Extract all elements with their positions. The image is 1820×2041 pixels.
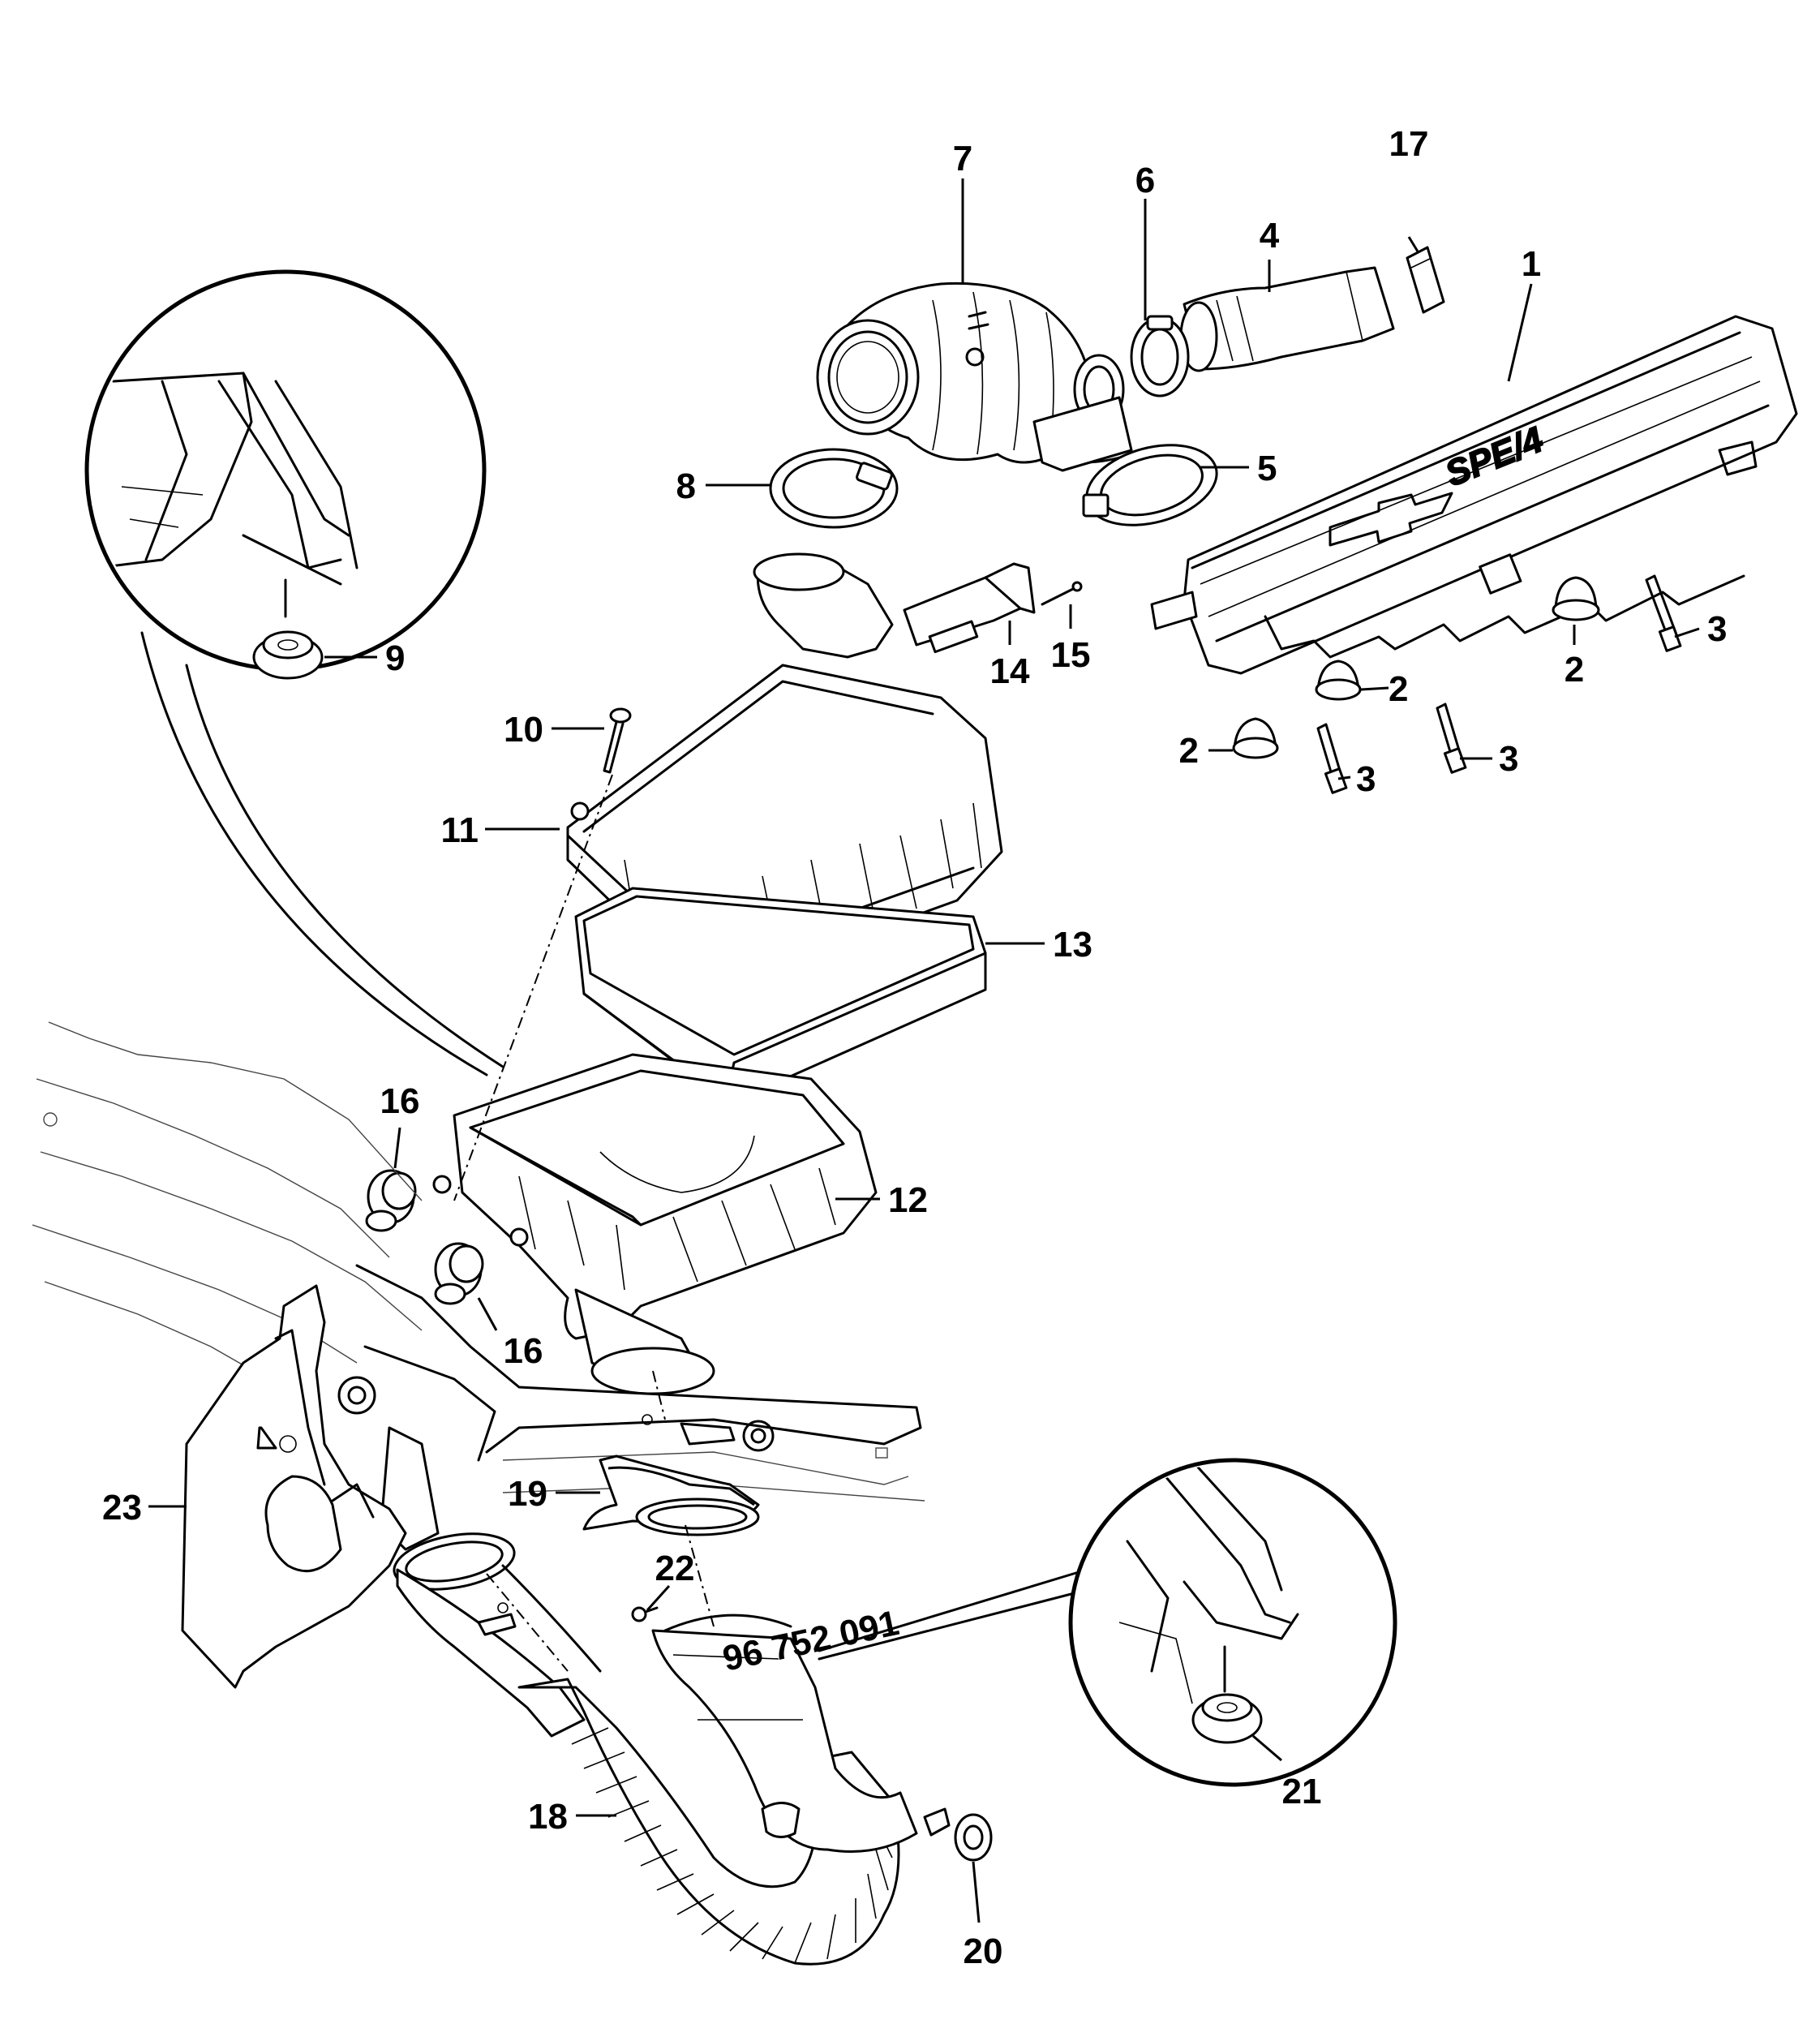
cover-grommet-b [1315,660,1362,701]
duct-sleeve-17 [1406,246,1445,314]
callout-16: 16 [504,1331,543,1371]
intake-resonator [816,281,1133,472]
callout-2: 2 [1389,669,1408,709]
callout-1: 1 [1522,244,1541,284]
housing-grommet-b [434,1242,484,1305]
callout-23: 23 [102,1488,142,1528]
callout-8: 8 [676,466,696,506]
callout-2: 2 [1179,731,1199,771]
duct-grommet [954,1813,993,1862]
callout-16: 16 [380,1081,420,1121]
callout-18: 18 [528,1797,568,1837]
hose-clamp-8 [769,448,899,529]
callout-10: 10 [504,710,543,750]
callout-4: 4 [1260,216,1280,256]
engine-cover: SPE/4 [1150,315,1798,675]
callout-3: 3 [1499,739,1518,779]
duct-part-number: 96 752 091 [719,1603,903,1679]
callout-22: 22 [655,1549,695,1588]
callout-19: 19 [508,1474,547,1514]
intake-duct: 96 752 091 [393,1532,951,1966]
cover-stud-a [1645,574,1682,652]
callout-17: 17 [1389,124,1429,164]
cover-stud-c [1436,703,1467,774]
callout-11: 11 [440,810,479,850]
callout-20: 20 [964,1931,1003,1971]
callout-14: 14 [990,651,1030,691]
callout-15: 15 [1051,635,1091,675]
callout-3: 3 [1356,759,1376,799]
outlet-hose [1179,266,1395,372]
leader-lines [148,178,1700,1923]
cover-grommet-c [1232,717,1279,759]
callout-2: 2 [1565,650,1584,690]
duct-screw [631,1606,659,1622]
maf-screw [1041,581,1083,606]
detail-circle-21 [818,1458,1397,1787]
callout-5: 5 [1257,449,1277,488]
hose-clamp-6 [1130,315,1190,397]
detail-circle-9 [84,269,504,1076]
assembly-lines [453,774,715,1672]
callout-6: 6 [1135,161,1155,200]
cover-stud-b [1316,723,1348,794]
cover-screw [603,707,632,774]
air-filter-element [574,887,987,1105]
maf-sensor [903,562,1036,654]
air-cleaner-housing [432,1053,878,1395]
hose-clamp-5 [1082,444,1218,526]
callout-13: 13 [1053,925,1092,965]
housing-grommet-a [365,1169,417,1232]
callout-labels: 1 2 2 2 3 3 3 4 5 6 7 8 9 10 11 12 13 14… [102,124,1727,1971]
inlet-splash-shield [181,1284,407,1689]
cover-grommet-a [1552,576,1600,621]
callout-9: 9 [385,638,405,678]
body-structure [32,1021,925,1551]
callout-12: 12 [888,1180,928,1220]
inlet-adapter [582,1454,760,1536]
callout-7: 7 [953,139,972,178]
callout-21: 21 [1282,1772,1322,1811]
callout-3: 3 [1707,609,1727,649]
